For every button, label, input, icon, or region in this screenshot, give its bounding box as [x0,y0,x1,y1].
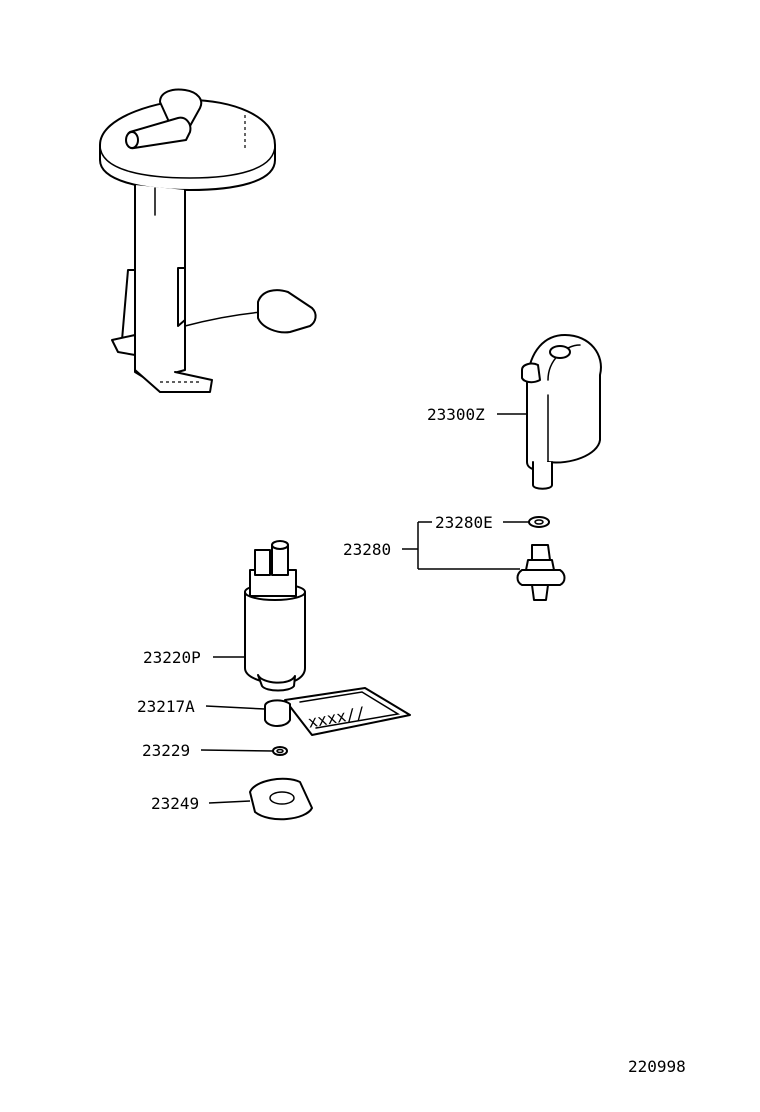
washer-part [272,746,288,756]
o-ring-part [528,516,550,528]
label-bracket: 23249 [151,794,199,813]
fuel-pump-bracket-assembly [99,88,317,393]
label-washer: 23229 [142,741,190,760]
label-pump: 23220P [143,648,201,667]
label-regulator-group: 23280 [343,540,391,559]
label-strainer: 23217A [137,697,195,716]
pressure-regulator-part [516,544,566,601]
fuel-filter-part [521,334,602,490]
label-filter: 23300Z [427,405,485,424]
diagram-code: 220998 [628,1057,686,1076]
leader-lines [200,413,529,804]
fuel-pump-part [244,540,306,692]
cushion-bracket-part [249,777,313,821]
label-oring: 23280E [435,513,493,532]
strainer-part: xxxx// [264,687,411,736]
